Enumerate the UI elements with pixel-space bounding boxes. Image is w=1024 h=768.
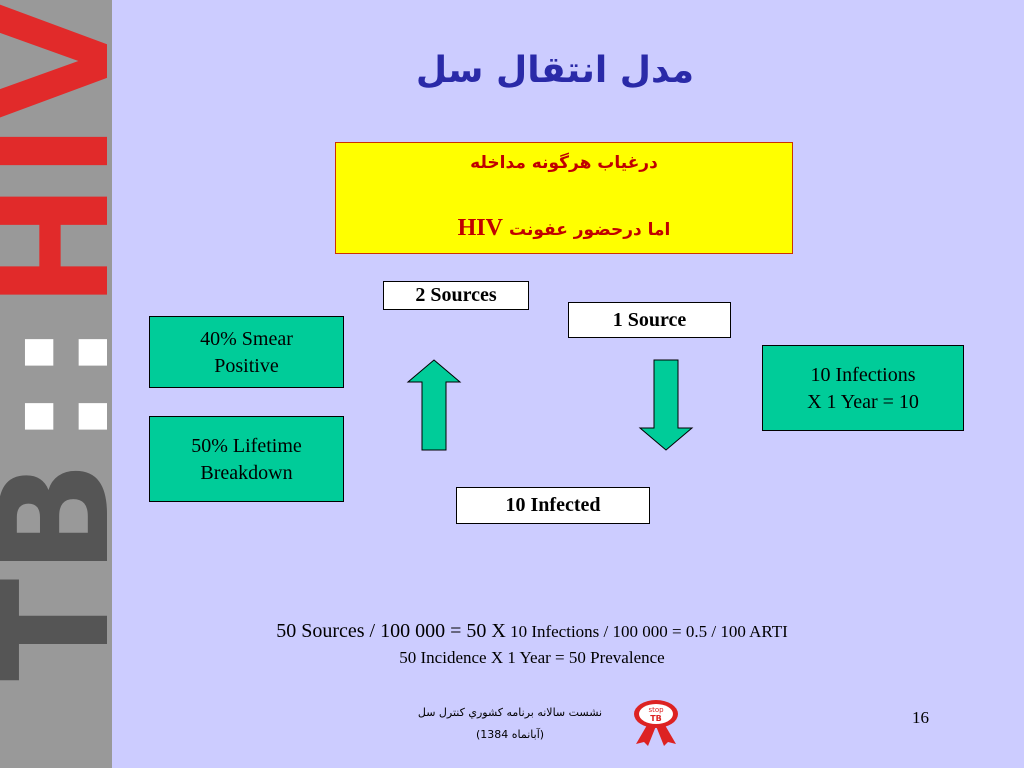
sidebar-title: TB::HIV	[0, 0, 112, 681]
smear-positive-line-2: Positive	[214, 355, 279, 377]
footer-date: (آبانماه 1384)	[475, 728, 545, 741]
sidebar-separator: ::	[0, 318, 112, 447]
formula-arti: 10 Infections / 100 000 = 0.5 / 100 ARTI	[505, 622, 788, 641]
smear-positive-line-1: 40% Smear	[200, 328, 293, 350]
lifetime-breakdown-line-2: Breakdown	[200, 462, 293, 484]
logo-text-bottom: TB	[650, 714, 662, 723]
formula-line: 50 Sources / 100 000 = 50 X 10 Infection…	[140, 620, 924, 643]
condition-line-2-prefix: اما درحضور عفونت	[508, 220, 671, 240]
infections-box: 10 Infections X 1 Year = 10	[762, 345, 964, 431]
smear-positive-box: 40% Smear Positive	[149, 316, 344, 388]
page-number: 16	[912, 708, 929, 727]
footer-conference: نشست سالانه برنامه کشوري کنترل سل	[417, 706, 603, 719]
arrow-up-icon	[406, 359, 462, 451]
prevalence-line: 50 Incidence X 1 Year = 50 Prevalence	[399, 648, 665, 667]
arrow-down-icon	[638, 359, 694, 451]
condition-line-1: درغیاب هرگونه مداخله	[470, 153, 658, 173]
two-sources-box: 2 Sources	[383, 281, 529, 310]
sidebar-tb-text: TB	[0, 456, 112, 682]
infections-line-1: 10 Infections	[810, 364, 916, 386]
lifetime-breakdown-box: 50% Lifetime Breakdown	[149, 416, 344, 502]
sidebar-hiv-text: HIV	[0, 0, 112, 309]
formula-main: 50 Sources / 100 000 = 50 X	[276, 620, 506, 642]
condition-hiv-word: HIV	[457, 215, 503, 241]
infections-line-2: X 1 Year = 10	[807, 391, 919, 413]
stop-tb-logo-icon: stop TB	[634, 700, 678, 746]
logo-text-top: stop	[648, 706, 664, 714]
condition-line-2: اما درحضور عفونتHIV	[336, 215, 792, 242]
ten-infected-box: 10 Infected	[456, 487, 650, 524]
lifetime-breakdown-line-1: 50% Lifetime	[191, 435, 302, 457]
sidebar-banner: TB::HIV	[0, 0, 112, 768]
one-source-box: 1 Source	[568, 302, 731, 338]
slide-title: مدل انتقال سل	[415, 50, 695, 91]
condition-box: درغیاب هرگونه مداخله اما درحضور عفونتHIV	[335, 142, 793, 254]
